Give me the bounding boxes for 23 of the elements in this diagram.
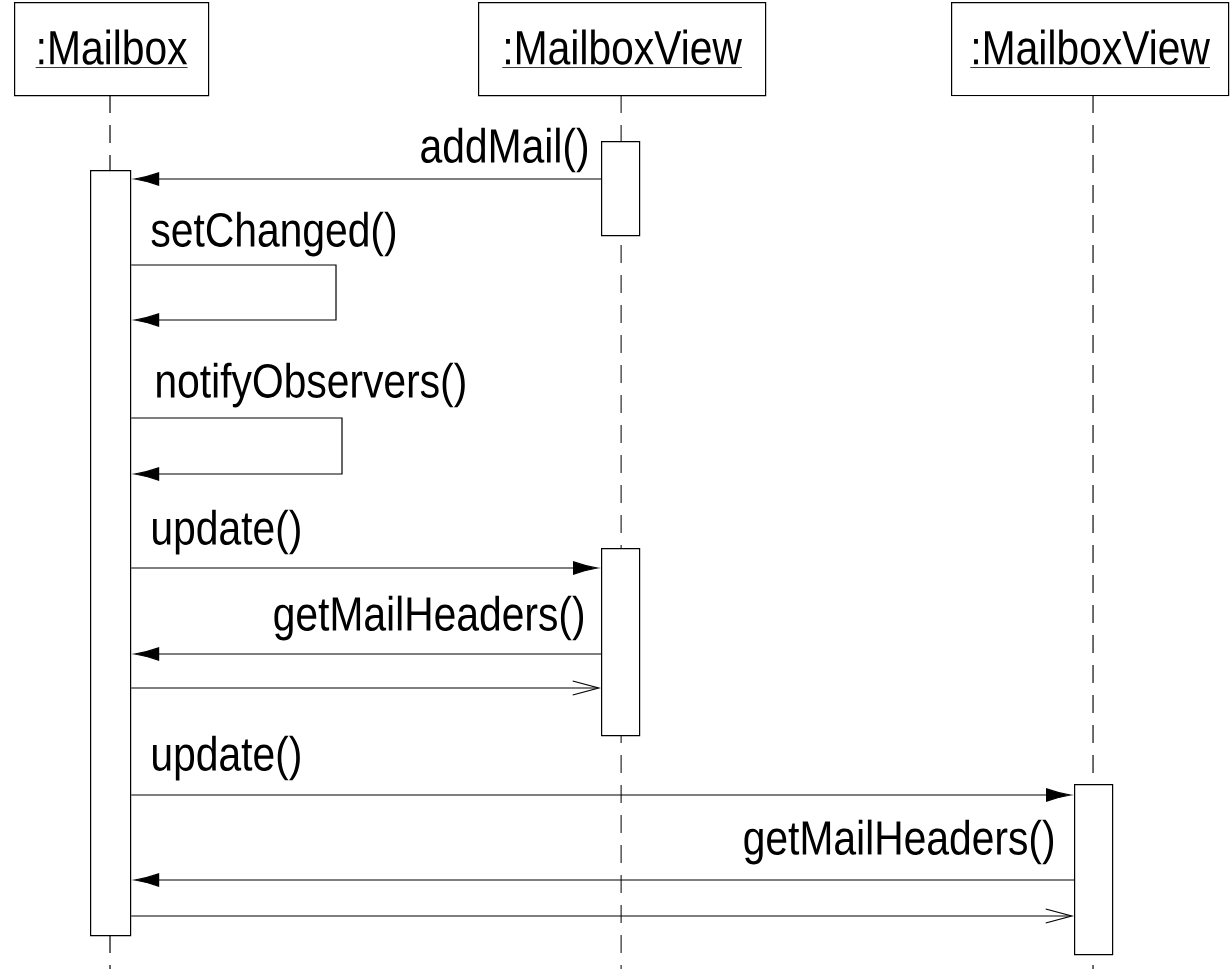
message-label: notifyObservers()	[152, 360, 470, 410]
message-arrow	[130, 264, 337, 327]
activation-bar	[1074, 784, 1114, 956]
activation-bar	[601, 548, 641, 737]
object-box: :MailboxView	[478, 2, 767, 97]
message-arrow	[130, 788, 1071, 802]
message-arrow	[130, 417, 343, 481]
activation-bar	[601, 141, 641, 237]
message-label: update()	[148, 733, 305, 783]
message-arrow	[130, 680, 601, 696]
message-label: addMail()	[417, 125, 592, 175]
message-arrow	[130, 561, 598, 575]
message-label: update()	[148, 507, 305, 557]
object-box: :MailboxView	[951, 2, 1230, 97]
message-label: getMailHeaders()	[740, 817, 1058, 867]
message-label: getMailHeaders()	[270, 593, 588, 643]
message-arrow	[134, 873, 1075, 887]
message-label: setChanged()	[148, 209, 400, 259]
object-box: :Mailbox	[14, 2, 210, 97]
message-arrow	[134, 647, 602, 661]
message-arrow	[130, 908, 1074, 924]
message-arrow	[134, 172, 602, 186]
activation-bar	[90, 170, 132, 937]
